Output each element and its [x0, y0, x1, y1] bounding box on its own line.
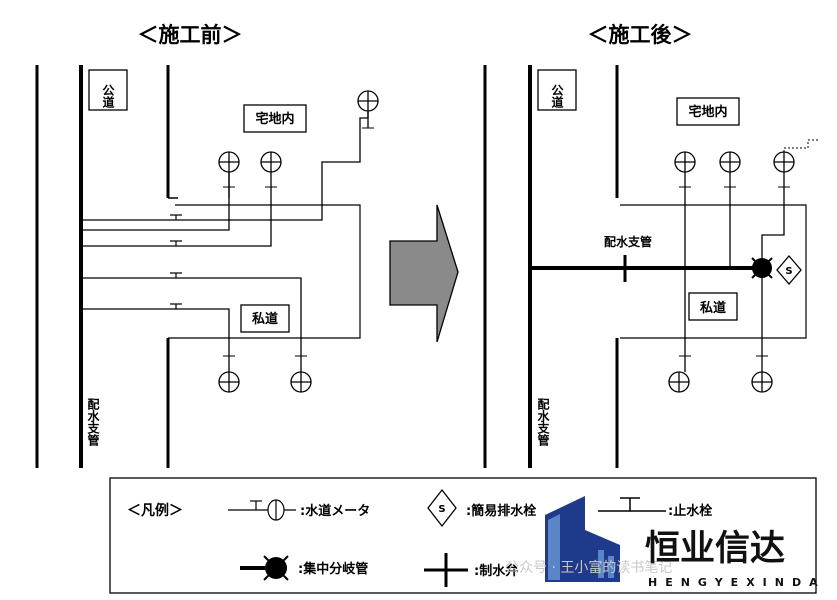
- legend-meter-symbol: [228, 499, 296, 521]
- before-title: ＜施工前＞: [138, 23, 243, 47]
- after-title: ＜施工後＞: [588, 23, 693, 47]
- legend-manifold-symbol: [240, 555, 289, 581]
- after-private-road-label: 私道: [700, 300, 726, 316]
- after-s-symbol: S: [785, 266, 792, 277]
- before-public-road-label: 公道: [101, 84, 115, 109]
- legend-drain-symbol: [427, 488, 457, 528]
- after-diagram: [483, 65, 820, 468]
- legend-title: ＜凡例＞: [127, 502, 183, 519]
- before-diagram: [35, 65, 379, 468]
- after-public-road-label: 公道: [550, 84, 564, 109]
- after-residential-label: 宅地内: [688, 104, 727, 120]
- logo-brand-en: HENGYEXINDA: [648, 576, 826, 589]
- after-main-pipe-label: 配水支管: [536, 397, 550, 447]
- legend-stop-valve-symbol: [598, 497, 666, 512]
- transition-arrow: [389, 204, 459, 343]
- logo-brand-cn: 恒业信达: [645, 529, 785, 569]
- before-private-road-label: 私道: [252, 311, 278, 327]
- legend-control-valve-symbol: [424, 553, 468, 587]
- legend-control-valve-label: :制水弁: [474, 563, 518, 579]
- hengyexinda-logo: [545, 496, 620, 582]
- legend-meter-label: :水道メータ: [300, 503, 370, 519]
- before-main-pipe-label: 配水支管: [86, 397, 100, 447]
- before-residential-label: 宅地内: [255, 111, 294, 127]
- legend-box: [109, 477, 817, 594]
- legend-stop-valve-label: :止水栓: [668, 503, 712, 519]
- legend-drain-label: :簡易排水栓: [466, 503, 536, 519]
- watermark-account: 公众号 · 王小富的读书笔记: [505, 559, 672, 576]
- after-branch-pipe-label: 配水支管: [604, 234, 652, 249]
- legend-manifold-label: :集中分岐管: [298, 561, 368, 577]
- legend-drain-s: S: [438, 504, 445, 515]
